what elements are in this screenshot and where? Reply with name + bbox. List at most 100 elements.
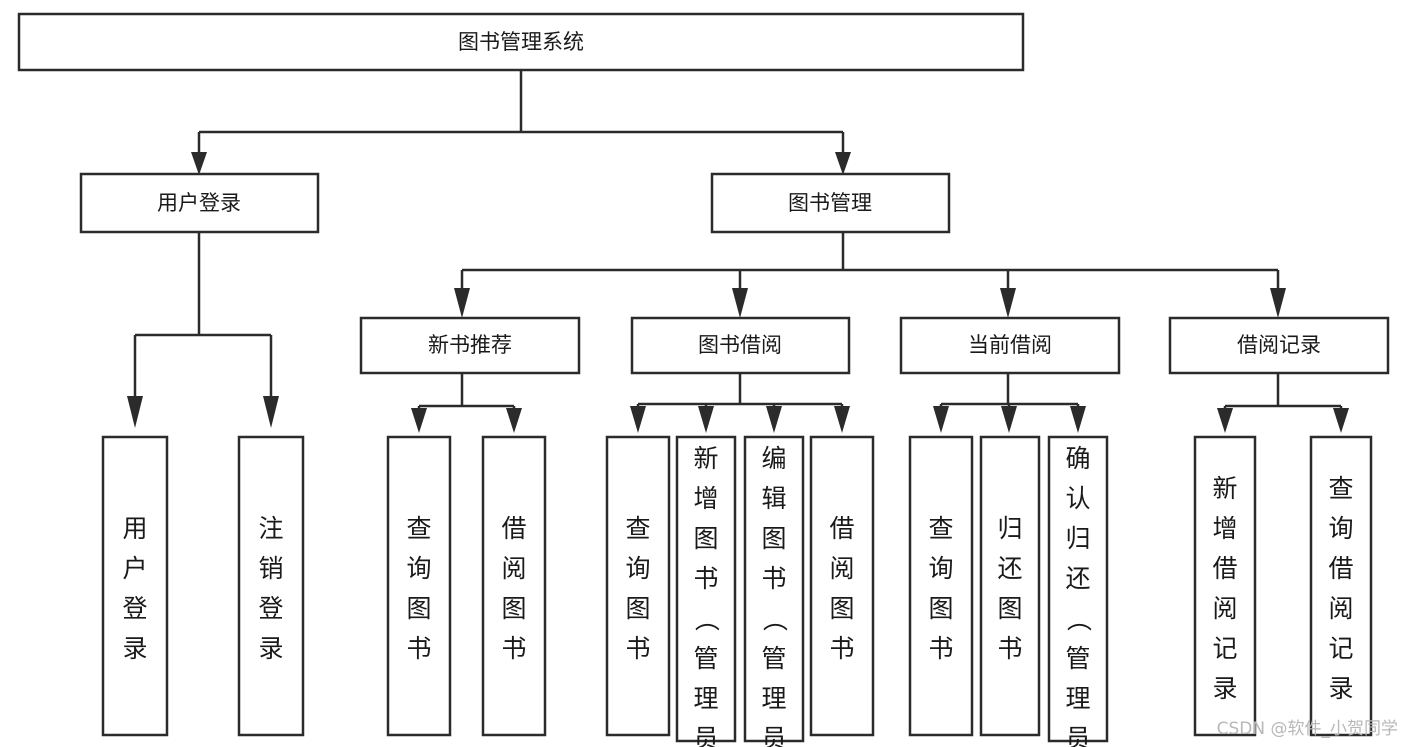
leaf-char: 管 xyxy=(761,644,786,673)
node-root[interactable]: 图书管理系统 xyxy=(17,12,1025,72)
leaf-edit-book-box[interactable] xyxy=(743,435,805,743)
leaf-char: 新 xyxy=(693,444,718,473)
leaf-add-book-box[interactable] xyxy=(675,435,737,743)
arrow-to-leaf-return-book xyxy=(1001,406,1017,433)
leaf-char: 新 xyxy=(1212,474,1237,503)
leaf-char: 认 xyxy=(1065,484,1090,513)
leaf-char: 询 xyxy=(1328,514,1353,543)
leaf-user-login[interactable] xyxy=(101,435,169,737)
leaf-char: 户 xyxy=(122,554,147,583)
node-root-box[interactable] xyxy=(17,12,1025,72)
leaf-query-record[interactable] xyxy=(1309,435,1373,737)
arrow-to-leaf-query-book-1 xyxy=(411,408,427,433)
leaf-char: 员 xyxy=(761,724,786,747)
leaf-char: 阅 xyxy=(829,554,854,583)
leaf-add-book[interactable] xyxy=(675,435,737,743)
node-book-management-box[interactable] xyxy=(710,172,951,234)
leaf-char: 阅 xyxy=(1328,594,1353,623)
node-borrow-record[interactable]: 借阅记录 xyxy=(1168,316,1390,375)
leaf-borrow-book-1[interactable] xyxy=(481,435,547,737)
leaf-char: 注 xyxy=(258,514,283,543)
leaf-char: 询 xyxy=(928,554,953,583)
node-borrow-record-label: 借阅记录 xyxy=(1237,333,1321,357)
leaf-user-login-box[interactable] xyxy=(101,435,169,737)
leaf-char: 书 xyxy=(829,634,854,663)
arrow-to-leaf-borrow-book-1 xyxy=(506,408,522,433)
node-book-management[interactable]: 图书管理 xyxy=(710,172,951,234)
arrow-to-leaf-add-book xyxy=(698,406,714,433)
leaf-char: （ xyxy=(760,606,789,631)
leaf-char: 图 xyxy=(625,594,650,623)
arrow-to-user-login xyxy=(191,152,207,175)
leaf-return-book[interactable] xyxy=(979,435,1041,737)
leaf-char: 借 xyxy=(829,514,854,543)
leaf-char: 归 xyxy=(1065,524,1090,553)
leaf-add-record[interactable] xyxy=(1193,435,1257,737)
leaf-char: 书 xyxy=(501,634,526,663)
node-root-label: 图书管理系统 xyxy=(458,30,584,54)
leaf-user-login-label: 用户登录 xyxy=(122,514,147,663)
leaf-return-book-box[interactable] xyxy=(979,435,1041,737)
leaf-borrow-book-1-box[interactable] xyxy=(481,435,547,737)
leaf-query-book-3[interactable] xyxy=(908,435,974,737)
leaf-char: 用 xyxy=(122,514,147,543)
leaf-char: 图 xyxy=(406,594,431,623)
arrow-to-leaf-borrow-book-2 xyxy=(834,406,850,433)
leaf-char: 查 xyxy=(625,514,650,543)
leaf-char: 编 xyxy=(761,444,786,473)
leaf-char: 图 xyxy=(761,524,786,553)
arrow-to-leaf-confirm-return xyxy=(1070,406,1086,433)
leaf-query-book-1-box[interactable] xyxy=(386,435,452,737)
leaf-borrow-book-2-box[interactable] xyxy=(809,435,875,737)
leaf-edit-book[interactable] xyxy=(743,435,805,743)
arrow-to-new-book-recommend xyxy=(454,288,470,318)
leaf-char: 记 xyxy=(1328,634,1353,663)
node-book-management-label: 图书管理 xyxy=(788,191,872,215)
leaf-confirm-return-box[interactable] xyxy=(1047,435,1109,743)
leaf-char: 还 xyxy=(1065,564,1090,593)
leaf-char: 录 xyxy=(1328,674,1353,703)
node-borrow-record-box[interactable] xyxy=(1168,316,1390,375)
leaf-char: 查 xyxy=(406,514,431,543)
leaf-char: 图 xyxy=(693,524,718,553)
leaf-char: 增 xyxy=(1212,514,1237,543)
leaf-logout-login[interactable] xyxy=(237,435,305,737)
node-user-login-label: 用户登录 xyxy=(157,191,241,215)
leaf-char: 录 xyxy=(122,634,147,663)
leaf-query-record-box[interactable] xyxy=(1309,435,1373,737)
leaf-add-record-box[interactable] xyxy=(1193,435,1257,737)
leaf-query-book-1[interactable] xyxy=(386,435,452,737)
leaf-borrow-book-2[interactable] xyxy=(809,435,875,737)
leaf-logout-login-box[interactable] xyxy=(237,435,305,737)
leaf-char: 阅 xyxy=(501,554,526,583)
node-new-book-recommend-box[interactable] xyxy=(359,316,581,375)
arrow-to-leaf-query-book-3 xyxy=(933,406,949,433)
leaf-query-book-2-box[interactable] xyxy=(605,435,671,737)
node-book-borrow-label: 图书借阅 xyxy=(698,333,782,357)
node-book-borrow-box[interactable] xyxy=(630,316,851,375)
leaf-char: 图 xyxy=(928,594,953,623)
arrow-to-leaf-query-book-2 xyxy=(630,406,646,433)
leaf-char: 图 xyxy=(829,594,854,623)
node-current-borrow-box[interactable] xyxy=(899,316,1121,375)
leaf-char: 查 xyxy=(1328,474,1353,503)
node-new-book-recommend[interactable]: 新书推荐 xyxy=(359,316,581,375)
node-current-borrow[interactable]: 当前借阅 xyxy=(899,316,1121,375)
node-book-borrow[interactable]: 图书借阅 xyxy=(630,316,851,375)
node-user-login[interactable]: 用户登录 xyxy=(79,172,320,234)
leaf-query-book-2[interactable] xyxy=(605,435,671,737)
leaf-query-book-3-box[interactable] xyxy=(908,435,974,737)
leaf-char: 管 xyxy=(693,644,718,673)
node-user-login-box[interactable] xyxy=(79,172,320,234)
leaf-confirm-return[interactable] xyxy=(1047,435,1109,743)
csdn-watermark: CSDN @软件_小贺同学 xyxy=(1217,719,1398,739)
leaf-char: 理 xyxy=(1065,684,1090,713)
